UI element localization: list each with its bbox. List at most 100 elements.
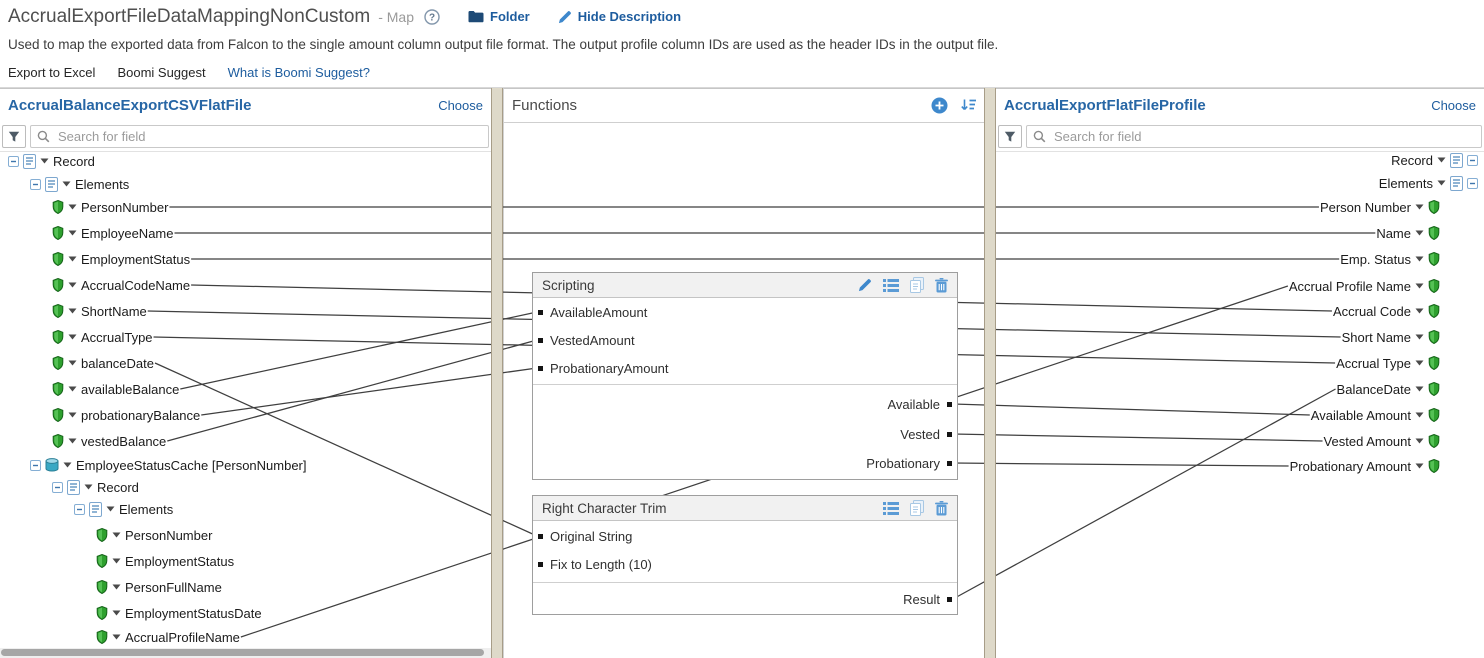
- collapse-icon[interactable]: [52, 481, 63, 493]
- tree-node-label[interactable]: Accrual Code: [1332, 303, 1411, 319]
- tree-node-label[interactable]: availableBalance: [81, 381, 180, 397]
- tree-node-label[interactable]: EmploymentStatus: [81, 251, 191, 267]
- caret-down-icon[interactable]: [106, 506, 115, 512]
- copy-function-button[interactable]: [910, 277, 924, 293]
- target-filter-button[interactable]: [998, 125, 1022, 148]
- tree-node-label[interactable]: PersonNumber: [81, 199, 169, 215]
- caret-down-icon[interactable]: [112, 610, 121, 616]
- tree-node-label[interactable]: EmploymentStatus: [125, 553, 235, 569]
- caret-down-icon[interactable]: [1415, 283, 1424, 289]
- tree-node-label[interactable]: AccrualType: [81, 329, 153, 345]
- tree-node-label[interactable]: PersonFullName: [125, 579, 222, 595]
- caret-down-icon[interactable]: [1437, 157, 1446, 163]
- tree-node-label[interactable]: Record: [53, 153, 95, 169]
- caret-down-icon[interactable]: [68, 438, 77, 444]
- tree-node-label[interactable]: Available Amount: [1310, 407, 1411, 423]
- target-choose-link[interactable]: Choose: [1431, 98, 1476, 113]
- caret-down-icon[interactable]: [112, 634, 121, 640]
- tree-node-label[interactable]: Accrual Profile Name: [1288, 278, 1411, 294]
- tree-node-label[interactable]: PersonNumber: [125, 527, 213, 543]
- caret-down-icon[interactable]: [68, 282, 77, 288]
- tree-node-label[interactable]: Short Name: [1341, 329, 1411, 345]
- caret-down-icon[interactable]: [62, 181, 71, 187]
- caret-down-icon[interactable]: [112, 558, 121, 564]
- caret-down-icon[interactable]: [112, 532, 121, 538]
- collapse-icon[interactable]: [8, 155, 19, 167]
- tree-node-label[interactable]: Elements: [119, 501, 174, 517]
- caret-down-icon[interactable]: [40, 158, 49, 164]
- target-search-input[interactable]: [1052, 128, 1475, 145]
- tree-node-label[interactable]: Elements: [75, 176, 130, 192]
- panel-divider-right[interactable]: [984, 88, 996, 658]
- function-output-row[interactable]: Result: [533, 590, 957, 608]
- function-output-row[interactable]: Vested: [533, 425, 957, 443]
- tree-node-label[interactable]: EmployeeName: [81, 225, 174, 241]
- source-filter-button[interactable]: [2, 125, 26, 148]
- tree-node-label[interactable]: AccrualCodeName: [81, 277, 191, 293]
- connector-square[interactable]: [538, 309, 543, 315]
- caret-down-icon[interactable]: [1415, 386, 1424, 392]
- tree-node-label[interactable]: balanceDate: [81, 355, 154, 371]
- caret-down-icon[interactable]: [1415, 308, 1424, 314]
- connector-square[interactable]: [947, 460, 952, 466]
- scrollbar-thumb[interactable]: [1, 649, 484, 656]
- connector-square[interactable]: [947, 401, 952, 407]
- tree-node-label[interactable]: EmployeeStatusCache [PersonNumber]: [76, 457, 307, 473]
- caret-down-icon[interactable]: [1415, 256, 1424, 262]
- tree-node-label[interactable]: Name: [1376, 225, 1411, 241]
- function-input-row[interactable]: ProbationaryAmount: [533, 359, 957, 377]
- horizontal-scrollbar[interactable]: [0, 648, 491, 658]
- connector-square[interactable]: [538, 533, 543, 539]
- connector-square[interactable]: [538, 337, 543, 343]
- caret-down-icon[interactable]: [1415, 438, 1424, 444]
- function-input-row[interactable]: AvailableAmount: [533, 303, 957, 321]
- source-search-input[interactable]: [56, 128, 482, 145]
- caret-down-icon[interactable]: [84, 484, 93, 490]
- caret-down-icon[interactable]: [1415, 412, 1424, 418]
- tree-node-label[interactable]: Record: [97, 479, 139, 495]
- collapse-icon[interactable]: [74, 503, 85, 515]
- tree-node-label[interactable]: Probationary Amount: [1289, 458, 1411, 474]
- function-list-button[interactable]: [883, 278, 899, 292]
- function-box-header[interactable]: Scripting: [533, 273, 957, 298]
- caret-down-icon[interactable]: [68, 256, 77, 262]
- tree-node-label[interactable]: BalanceDate: [1336, 381, 1411, 397]
- sort-functions-button[interactable]: [960, 98, 977, 113]
- caret-down-icon[interactable]: [1415, 334, 1424, 340]
- caret-down-icon[interactable]: [68, 334, 77, 340]
- function-box-header[interactable]: Right Character Trim: [533, 496, 957, 521]
- collapse-icon[interactable]: [1467, 154, 1478, 166]
- function-output-row[interactable]: Available: [533, 395, 957, 413]
- folder-button[interactable]: Folder: [468, 9, 530, 24]
- tree-node-label[interactable]: Record: [1391, 152, 1433, 168]
- caret-down-icon[interactable]: [68, 360, 77, 366]
- tree-node-label[interactable]: Elements: [1378, 175, 1433, 191]
- connector-square[interactable]: [947, 431, 952, 437]
- caret-down-icon[interactable]: [68, 386, 77, 392]
- tree-node-label[interactable]: vestedBalance: [81, 433, 167, 449]
- collapse-icon[interactable]: [30, 178, 41, 190]
- collapse-icon[interactable]: [30, 459, 41, 471]
- caret-down-icon[interactable]: [68, 308, 77, 314]
- function-input-row[interactable]: Fix to Length (10): [533, 555, 957, 573]
- connector-square[interactable]: [538, 561, 543, 567]
- function-list-button[interactable]: [883, 501, 899, 515]
- connector-square[interactable]: [947, 596, 952, 602]
- tree-node-label[interactable]: Accrual Type: [1336, 355, 1411, 371]
- caret-down-icon[interactable]: [1415, 204, 1424, 210]
- function-input-row[interactable]: Original String: [533, 527, 957, 545]
- copy-function-button[interactable]: [910, 500, 924, 516]
- hide-description-button[interactable]: Hide Description: [558, 9, 681, 24]
- what-is-boomi-suggest-link[interactable]: What is Boomi Suggest?: [227, 65, 370, 80]
- source-choose-link[interactable]: Choose: [438, 98, 483, 113]
- help-icon[interactable]: ?: [424, 8, 440, 25]
- caret-down-icon[interactable]: [1415, 360, 1424, 366]
- caret-down-icon[interactable]: [1415, 463, 1424, 469]
- caret-down-icon[interactable]: [68, 230, 77, 236]
- tree-node-label[interactable]: Vested Amount: [1323, 433, 1411, 449]
- tree-node-label[interactable]: probationaryBalance: [81, 407, 201, 423]
- caret-down-icon[interactable]: [68, 204, 77, 210]
- tree-node-label[interactable]: EmploymentStatusDate: [125, 605, 262, 621]
